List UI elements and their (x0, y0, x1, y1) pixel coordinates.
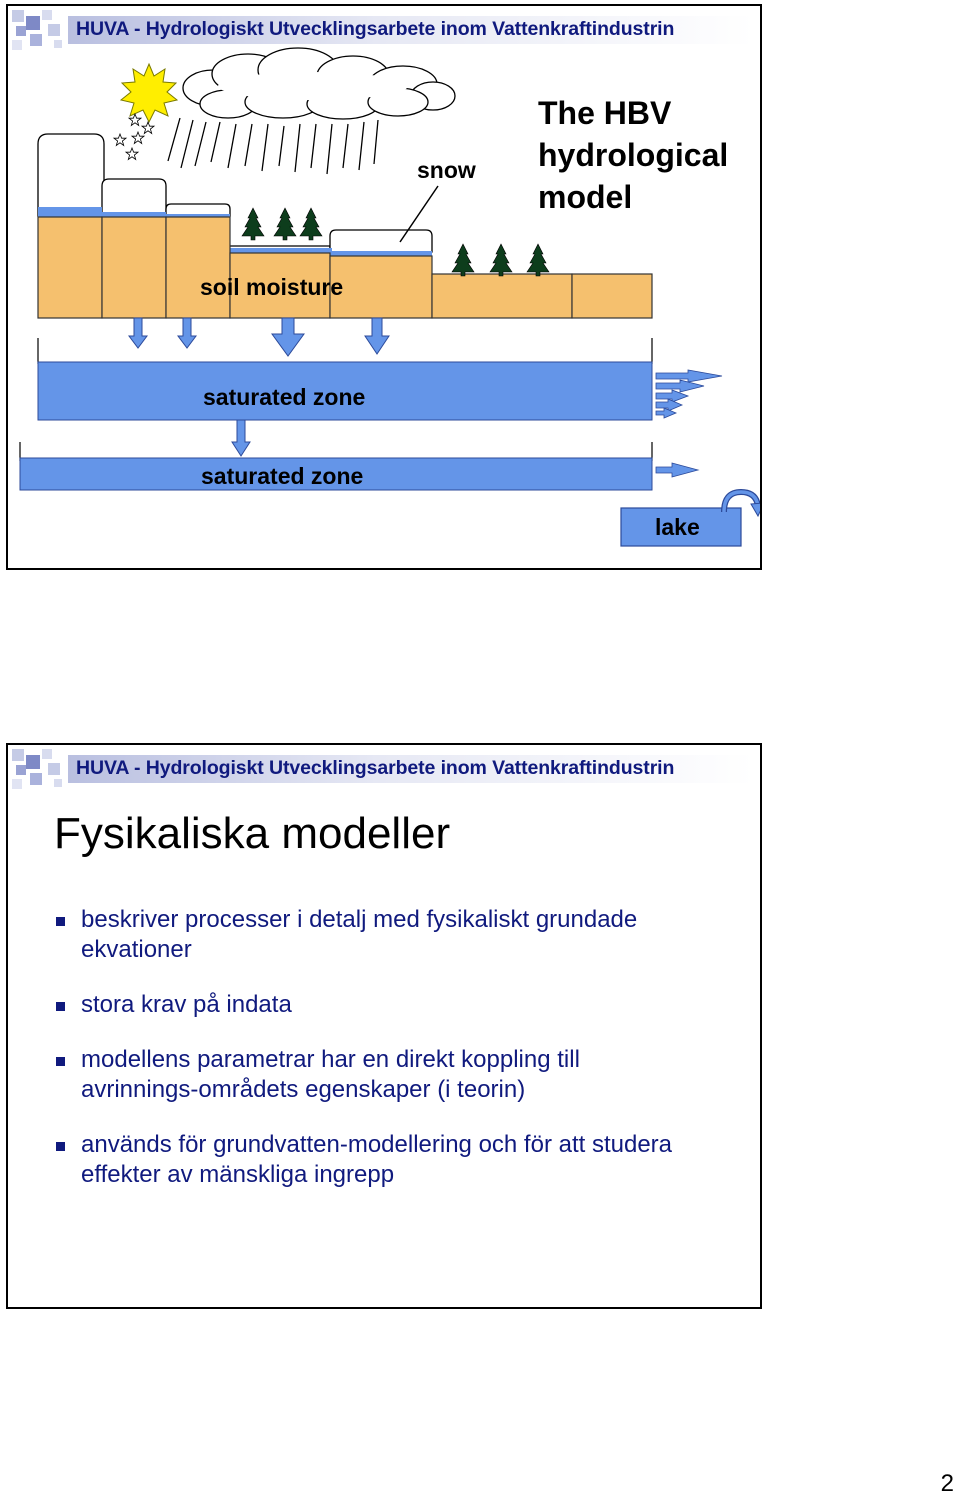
water-film (38, 207, 432, 256)
bullet-square-icon (56, 1057, 65, 1066)
header-band (68, 16, 754, 44)
lake (620, 488, 760, 547)
bullet-square-icon (56, 1002, 65, 1011)
bullet-item: beskriver processer i detalj med fysikal… (56, 905, 746, 965)
page-number: 2 (940, 1470, 954, 1497)
lake-label: lake (655, 514, 700, 540)
bullet-list: beskriver processer i detalj med fysikal… (56, 905, 746, 1215)
bullet-text-line: stora krav på indata (81, 991, 292, 1018)
saturated-zone-lower-label: saturated zone (201, 463, 364, 489)
arrow-icon (128, 317, 390, 457)
header-decoration (12, 10, 62, 50)
header-band (68, 755, 754, 783)
slide-hbv-model: HUVA - Hydrologiskt Utvecklingsarbete in… (6, 4, 762, 570)
bullet-square-icon (56, 917, 65, 926)
saturated-zone-upper (37, 338, 653, 421)
bullet-item: modellens parametrar har en direkt koppl… (56, 1045, 746, 1105)
outflow-arrow-icon (655, 369, 723, 478)
bullet-text-line: ekvationer (81, 936, 192, 963)
rain-icon (167, 117, 379, 175)
cloud-icon (182, 47, 456, 120)
slide-title-line: The HBV (538, 95, 672, 131)
header-title: HUVA - Hydrologiskt Utvecklingsarbete in… (76, 757, 675, 779)
header-title: HUVA - Hydrologiskt Utvecklingsarbete in… (76, 18, 675, 40)
soil-moisture-label: soil moisture (200, 274, 344, 300)
bullet-text-line: avrinnings-områdets egenskaper (i teorin… (81, 1076, 526, 1103)
bullet-text-line: används för grundvatten-modellering och … (81, 1131, 673, 1158)
bullet-text-line: effekter av mänskliga ingrepp (81, 1161, 395, 1188)
saturated-zone-lower (19, 442, 653, 491)
slide-fysikaliska-modeller: HUVA - Hydrologiskt Utvecklingsarbete in… (6, 743, 762, 1309)
snow-label: snow (417, 157, 476, 183)
sun-icon (119, 62, 179, 124)
slide-title: Fysikaliska modeller (54, 809, 451, 858)
bullet-item: används för grundvatten-modellering och … (56, 1130, 746, 1190)
hbv-diagram (19, 47, 760, 547)
header-decoration (12, 749, 62, 789)
slide-title-line: model (538, 179, 633, 215)
bullet-text-line: beskriver processer i detalj med fysikal… (81, 906, 638, 933)
soil-moisture-boxes (37, 216, 653, 319)
bullet-item: stora krav på indata (56, 990, 746, 1020)
slide-title-line: hydrological (538, 137, 729, 173)
slide-title: The HBV hydrological model (538, 92, 728, 218)
bullet-square-icon (56, 1142, 65, 1151)
bullet-text-line: modellens parametrar har en direkt koppl… (81, 1046, 580, 1073)
saturated-zone-upper-label: saturated zone (203, 384, 366, 410)
